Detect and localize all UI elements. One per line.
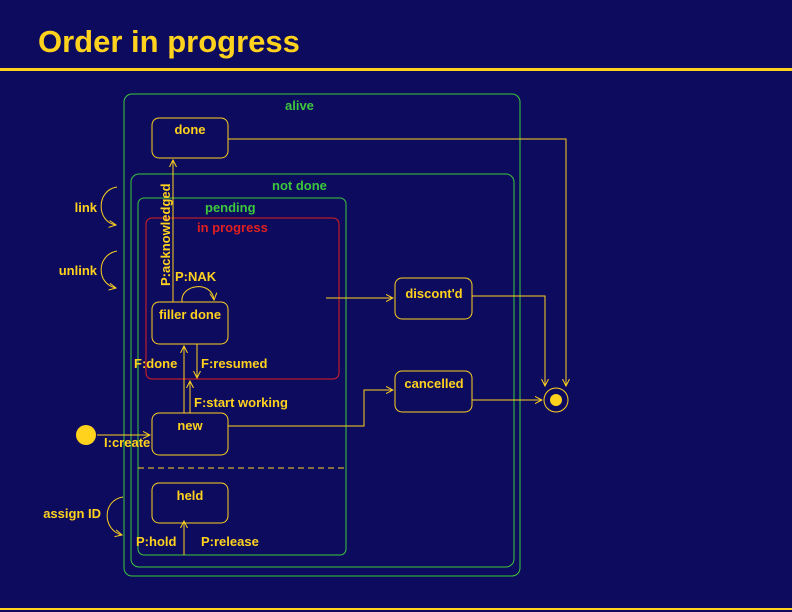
region-pending bbox=[137, 197, 347, 556]
state-discontinued[interactable] bbox=[394, 277, 473, 320]
arrow-unlink-loop bbox=[100, 250, 118, 288]
label-p-acknowledged: P:acknowledged bbox=[158, 183, 173, 286]
label-f-resumed: F:resumed bbox=[201, 356, 268, 371]
state-label-cancelled: cancelled bbox=[404, 376, 463, 391]
label-f-done: F:done bbox=[134, 356, 177, 371]
label-f-start-working: F:start working bbox=[194, 395, 288, 410]
region-label-alive: alive bbox=[285, 98, 314, 113]
state-label-discontinued: discont'd bbox=[405, 286, 462, 301]
state-cancelled[interactable] bbox=[394, 370, 473, 413]
region-alive bbox=[123, 93, 521, 577]
arrow-discontinued-to-final bbox=[472, 295, 545, 386]
arrow-done-to-final bbox=[228, 138, 566, 386]
state-label-filler-done: filler done bbox=[159, 307, 221, 322]
state-done[interactable] bbox=[151, 117, 229, 159]
region-label-in-progress: in progress bbox=[197, 220, 268, 235]
label-unlink: unlink bbox=[59, 263, 98, 278]
label-p-hold: P:hold bbox=[136, 534, 176, 549]
label-link: link bbox=[75, 200, 98, 215]
arrow-to-cancelled bbox=[228, 390, 393, 427]
region-label-not-done: not done bbox=[272, 178, 327, 193]
arrow-link-loop bbox=[100, 186, 117, 225]
label-p-release: P:release bbox=[201, 534, 259, 549]
state-label-held: held bbox=[177, 488, 204, 503]
final-state-dot bbox=[550, 394, 562, 406]
bottom-divider bbox=[0, 608, 792, 610]
label-p-nak: P:NAK bbox=[175, 269, 217, 284]
label-i-create: I:create bbox=[104, 435, 150, 450]
arrow-nak-loop bbox=[181, 286, 214, 303]
state-filler-done[interactable] bbox=[151, 301, 229, 345]
state-label-new: new bbox=[177, 418, 203, 433]
region-in-progress bbox=[145, 217, 340, 380]
initial-state-dot bbox=[76, 425, 96, 445]
state-label-done: done bbox=[174, 122, 205, 137]
state-held[interactable] bbox=[151, 482, 229, 524]
arrow-assign-id-loop bbox=[106, 496, 124, 535]
final-state-ring bbox=[543, 387, 569, 413]
page-title: Order in progress bbox=[38, 24, 300, 59]
title-divider bbox=[0, 68, 792, 71]
region-not-done bbox=[130, 173, 515, 568]
label-assign-id: assign ID bbox=[43, 506, 101, 521]
region-label-pending: pending bbox=[205, 200, 256, 215]
